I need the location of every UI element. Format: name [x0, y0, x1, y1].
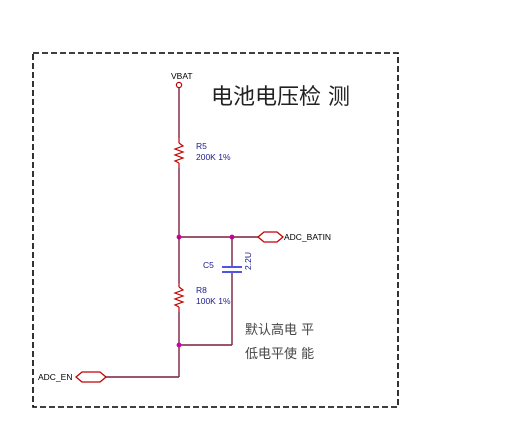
- diagram-title: 电池电压检 测: [211, 85, 350, 110]
- vbat-label: VBAT: [171, 71, 193, 81]
- capacitor-c5-icon: [222, 266, 242, 273]
- c5-value: 2.2U: [243, 252, 253, 270]
- resistor-r5-icon: [173, 138, 185, 168]
- resistor-r8-icon: [173, 283, 185, 312]
- adc-en-label: ADC_EN: [38, 372, 72, 382]
- r5-value: 200K 1%: [196, 152, 231, 162]
- note-line-2: 低电平使 能: [245, 346, 314, 362]
- vbat-pin-icon: [175, 81, 183, 89]
- adc-en-port-icon: [74, 371, 108, 383]
- dashed-border: [32, 52, 399, 408]
- r8-ref: R8: [196, 285, 207, 295]
- note-line-1: 默认高电 平: [245, 322, 314, 338]
- junction-dot: [176, 342, 182, 348]
- r5-ref: R5: [196, 141, 207, 151]
- adc-batin-label: ADC_BATIN: [284, 232, 331, 242]
- adc-batin-port-icon: [256, 231, 285, 243]
- c5-ref: C5: [203, 260, 214, 270]
- r8-value: 100K 1%: [196, 296, 231, 306]
